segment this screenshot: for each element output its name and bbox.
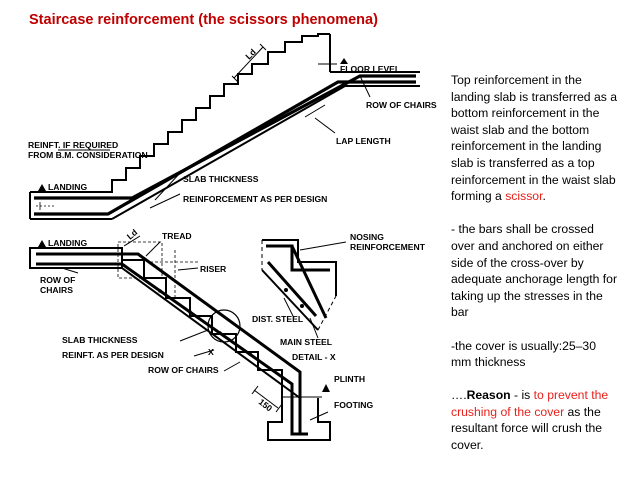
- explanation-panel: Top reinforcement in the landing slab is…: [451, 72, 619, 470]
- nosing-reinforcement-label: REINFORCEMENT: [350, 242, 426, 252]
- paragraph-scissor-text: Top reinforcement in the landing slab is…: [451, 73, 617, 204]
- top-from-bm-label: FROM B.M. CONSIDERATION: [28, 150, 148, 160]
- top-waist-soffit: [111, 85, 346, 220]
- paragraph-scissor-end: .: [542, 189, 546, 204]
- top-landing-label: LANDING: [48, 182, 87, 192]
- bottom-landing-label: LANDING: [48, 238, 87, 248]
- detail-x-label: DETAIL - X: [292, 352, 336, 362]
- reason-bold: Reason: [466, 388, 511, 403]
- top-reinforcement-as-per-design-label: REINFORCEMENT AS PER DESIGN: [183, 194, 327, 204]
- reason-prefix: ….: [451, 388, 467, 403]
- reason-highlight: to prevent the crushing of the cover: [451, 388, 609, 419]
- paragraph-cover: -the cover is usually:25–30 mm thickness: [451, 338, 596, 370]
- top-floor-level-label: FLOOR LEVEL: [340, 64, 400, 74]
- bottom-ld-label: Ld: [125, 227, 139, 241]
- staircase-reinforcement-drawing: Ld FLOOR LEVEL ROW OF CHAIRS LAP LENGTH …: [28, 33, 437, 441]
- bottom-tread-label: TREAD: [162, 231, 192, 241]
- top-main-bar-top: [34, 74, 416, 200]
- bottom-staircase-figure: [29, 235, 331, 441]
- dim-150-label: 150: [257, 397, 275, 414]
- reason-end: as the resultant force will crush the co…: [451, 404, 603, 453]
- top-row-of-chairs-label: ROW OF CHAIRS: [366, 100, 437, 110]
- detail-x-circle: [207, 309, 241, 343]
- bottom-row-of-label: ROW OF: [40, 275, 75, 285]
- bottom-top-bar: [36, 252, 302, 434]
- top-stair-steps: [60, 33, 330, 193]
- dist-steel-label: DIST. STEEL: [252, 314, 303, 324]
- top-reinft-if-required-label: REINFT. IF REQUIRED: [28, 140, 118, 150]
- top-staircase-figure: [29, 33, 420, 220]
- top-lap-length-label: LAP LENGTH: [336, 136, 391, 146]
- reason-mid: - is: [510, 388, 534, 403]
- bottom-x-mark-label: X: [208, 347, 214, 357]
- nosing-bar: [266, 244, 330, 272]
- bottom-riser-label: RISER: [200, 264, 227, 274]
- footing-label: FOOTING: [334, 400, 373, 410]
- bottom-reinft-as-per-design-label: REINFT. AS PER DESIGN: [62, 350, 164, 360]
- paragraph-scissor: Top reinforcement in the landing slab is…: [451, 72, 619, 205]
- slide-title: Staircase reinforcement (the scissors ph…: [29, 12, 378, 28]
- paragraph-crossing: - the bars shall be crossed over and anc…: [451, 222, 618, 320]
- bottom-main-bar: [36, 262, 308, 436]
- main-steel-label: MAIN STEEL: [280, 337, 332, 347]
- nosing-label: NOSING: [350, 232, 384, 242]
- scissor-highlight: scissor: [505, 189, 543, 204]
- footing-outline: [267, 390, 331, 441]
- bottom-chairs-label: CHAIRS: [40, 285, 73, 295]
- top-ld-label: Ld: [243, 47, 257, 61]
- paragraph-reason: ….Reason - is to prevent the crushing of…: [451, 387, 619, 453]
- plinth-label: PLINTH: [334, 374, 365, 384]
- top-slab-thickness-label: SLAB THICKNESS: [183, 174, 259, 184]
- nosing-detail-figure: [261, 239, 347, 339]
- bottom-slab-thickness-label: SLAB THICKNESS: [62, 335, 138, 345]
- bottom-row-of-chairs-label: ROW OF CHAIRS: [148, 365, 219, 375]
